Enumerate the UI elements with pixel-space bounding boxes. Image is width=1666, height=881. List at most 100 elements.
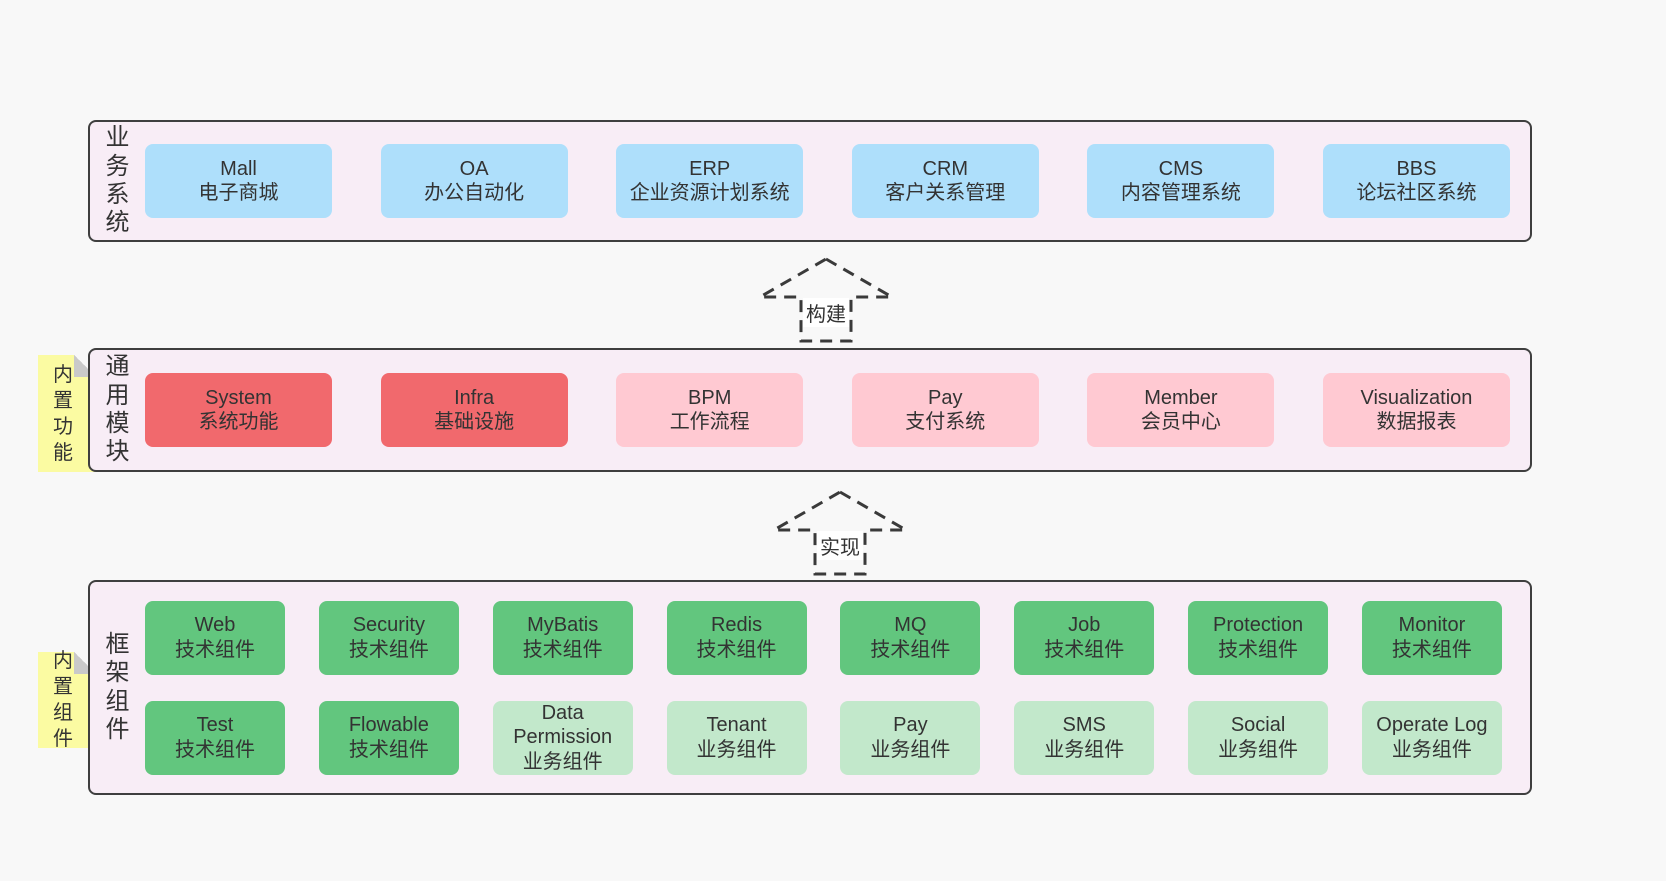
box-sms: SMS 业务组件 <box>1014 700 1155 775</box>
box-data-permission: Data Permission 业务组件 <box>492 700 633 775</box>
box-visualization-title: Visualization <box>1360 386 1473 409</box>
business-systems-row: Mall 电子商城 OA 办公自动化 ERP 企业资源计划系统 CRM 客户关系… <box>145 122 1530 240</box>
note-built-in-components: 内置组件 <box>38 650 96 750</box>
arrow-implement: 实现 <box>768 489 912 577</box>
box-infra: Infra 基础设施 <box>380 373 568 447</box>
box-test-title: Test <box>196 714 234 737</box>
box-pay-component-title: Pay <box>893 714 928 737</box>
box-system-subtitle: 系统功能 <box>198 411 279 433</box>
box-bbs: BBS 论坛社区系统 <box>1322 144 1510 218</box>
box-job-title: Job <box>1068 614 1101 637</box>
box-member-title: Member <box>1144 386 1218 409</box>
box-redis-title: Redis <box>710 614 763 637</box>
box-tenant-title: Tenant <box>706 714 767 737</box>
box-data-permission-title: Data Permission <box>513 701 613 749</box>
box-web-subtitle: 技术组件 <box>175 638 255 661</box>
box-bpm-title: BPM <box>688 386 732 409</box>
box-crm: CRM 客户关系管理 <box>851 144 1039 218</box>
box-cms: CMS 内容管理系统 <box>1087 144 1275 218</box>
box-oa-title: OA <box>459 157 489 180</box>
box-mybatis: MyBatis 技术组件 <box>492 600 633 675</box>
box-operate-log-subtitle: 业务组件 <box>1391 738 1472 761</box>
box-bbs-subtitle: 论坛社区系统 <box>1356 182 1477 204</box>
box-member: Member 会员中心 <box>1087 373 1275 447</box>
box-monitor-subtitle: 技术组件 <box>1391 638 1472 661</box>
note-built-in-components-label: 内置组件 <box>53 650 73 750</box>
box-mq-subtitle: 技术组件 <box>870 638 951 661</box>
layer-framework-components-labelwrap: 框架组件 <box>90 582 145 793</box>
box-bpm: BPM 工作流程 <box>616 373 804 447</box>
box-pay-module-title: Pay <box>928 386 963 409</box>
box-protection-title: Protection <box>1213 614 1304 637</box>
arrow-build-label: 构建 <box>803 298 849 327</box>
box-job-subtitle: 技术组件 <box>1044 638 1125 661</box>
layer-framework-components-label: 框架组件 <box>105 630 130 743</box>
box-infra-title: Infra <box>454 386 495 409</box>
framework-components-row-1: Web 技术组件 Security 技术组件 MyBatis 技术组件 Redi… <box>145 600 1502 675</box>
box-flowable-title: Flowable <box>348 714 429 737</box>
box-flowable-subtitle: 技术组件 <box>348 738 429 761</box>
box-cms-title: CMS <box>1158 157 1204 180</box>
box-test-subtitle: 技术组件 <box>175 738 255 761</box>
box-tenant-subtitle: 业务组件 <box>696 738 777 761</box>
box-sms-subtitle: 业务组件 <box>1044 738 1125 761</box>
box-social-subtitle: 业务组件 <box>1218 738 1299 761</box>
layer-common-modules-label: 通用模块 <box>105 353 130 466</box>
box-mq-title: MQ <box>894 614 927 637</box>
box-system: System 系统功能 <box>145 373 332 447</box>
note-built-in-features: 内置功能 <box>38 355 96 472</box>
box-pay-module: Pay 支付系统 <box>851 373 1039 447</box>
box-mybatis-subtitle: 技术组件 <box>522 638 603 661</box>
box-social: Social 业务组件 <box>1188 700 1329 775</box>
box-redis: Redis 技术组件 <box>666 600 807 675</box>
box-visualization-subtitle: 数据报表 <box>1376 411 1457 433</box>
box-erp: ERP 企业资源计划系统 <box>616 144 804 218</box>
box-sms-title: SMS <box>1062 714 1106 737</box>
box-web: Web 技术组件 <box>145 600 285 675</box>
box-bbs-title: BBS <box>1396 157 1437 180</box>
box-visualization: Visualization 数据报表 <box>1322 373 1510 447</box>
layer-business-systems: 业务系统 Mall 电子商城 OA 办公自动化 ERP 企业资源计划系统 CRM… <box>88 120 1532 242</box>
box-bpm-subtitle: 工作流程 <box>669 411 750 433</box>
layer-common-modules: 通用模块 System 系统功能 Infra 基础设施 BPM 工作流程 Pay… <box>88 348 1532 472</box>
box-oa: OA 办公自动化 <box>380 144 568 218</box>
common-modules-row: System 系统功能 Infra 基础设施 BPM 工作流程 Pay 支付系统… <box>145 350 1530 470</box>
box-job: Job 技术组件 <box>1014 600 1155 675</box>
box-monitor-title: Monitor <box>1398 614 1466 637</box>
framework-components-row-2: Test 技术组件 Flowable 技术组件 Data Permission … <box>145 700 1502 775</box>
box-social-title: Social <box>1230 714 1286 737</box>
box-erp-subtitle: 企业资源计划系统 <box>629 182 790 204</box>
box-protection-subtitle: 技术组件 <box>1218 638 1299 661</box>
box-security: Security 技术组件 <box>318 600 459 675</box>
box-test: Test 技术组件 <box>145 700 285 775</box>
box-crm-title: CRM <box>922 157 969 180</box>
layer-business-systems-labelwrap: 业务系统 <box>90 122 145 240</box>
box-member-subtitle: 会员中心 <box>1140 411 1221 433</box>
box-tenant: Tenant 业务组件 <box>666 700 807 775</box>
box-mybatis-title: MyBatis <box>527 614 599 637</box>
box-pay-component-subtitle: 业务组件 <box>870 738 951 761</box>
box-protection: Protection 技术组件 <box>1188 600 1329 675</box>
box-security-subtitle: 技术组件 <box>348 638 429 661</box>
box-pay-module-subtitle: 支付系统 <box>905 411 986 433</box>
box-crm-subtitle: 客户关系管理 <box>885 182 1006 204</box>
arrow-implement-label: 实现 <box>817 531 863 560</box>
box-web-title: Web <box>194 614 236 637</box>
box-operate-log-title: Operate Log <box>1376 714 1488 737</box>
layer-framework-components: 框架组件 Web 技术组件 Security 技术组件 MyBatis 技术组件… <box>88 580 1532 795</box>
box-data-permission-subtitle: 业务组件 <box>522 750 603 773</box>
box-mall-subtitle: 电子商城 <box>198 182 279 204</box>
box-mall: Mall 电子商城 <box>145 144 332 218</box>
note-built-in-features-label: 内置功能 <box>53 363 73 464</box>
box-erp-title: ERP <box>689 157 731 180</box>
arrow-build: 构建 <box>754 256 898 344</box>
box-pay-component: Pay 业务组件 <box>840 700 981 775</box>
box-infra-subtitle: 基础设施 <box>434 411 515 433</box>
box-security-title: Security <box>352 614 425 637</box>
box-operate-log: Operate Log 业务组件 <box>1361 700 1502 775</box>
framework-components-grid: Web 技术组件 Security 技术组件 MyBatis 技术组件 Redi… <box>145 582 1530 793</box>
box-mq: MQ 技术组件 <box>840 600 981 675</box>
box-monitor: Monitor 技术组件 <box>1361 600 1502 675</box>
box-system-title: System <box>205 386 272 409</box>
layer-common-modules-labelwrap: 通用模块 <box>90 350 145 470</box>
